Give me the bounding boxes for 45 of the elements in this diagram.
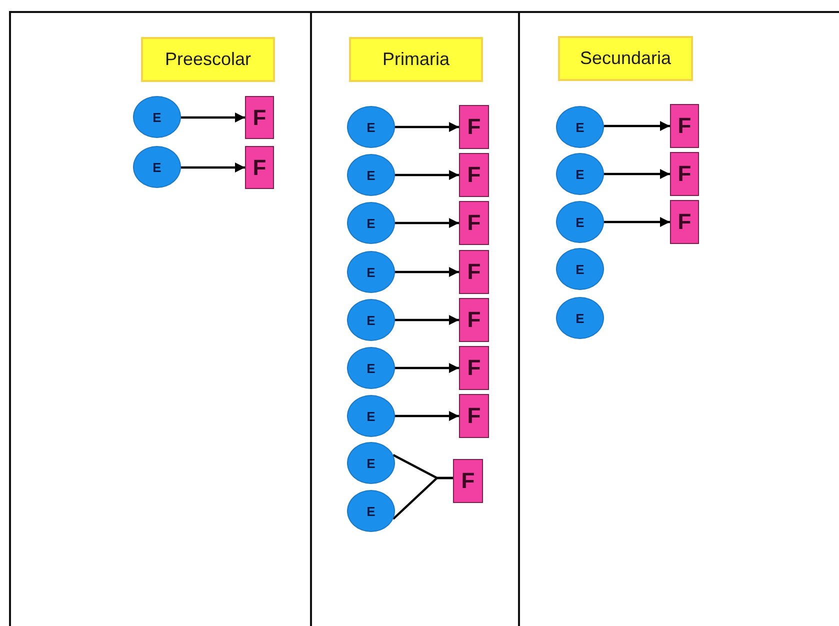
level-heading-box: Preescolar: [141, 37, 275, 82]
arrow: [395, 315, 459, 325]
f-box: F: [670, 104, 699, 148]
f-box: F: [459, 298, 489, 342]
f-box: F: [459, 153, 489, 197]
f-box: F: [459, 394, 489, 438]
f-box: F: [245, 146, 274, 189]
student-ellipse: E: [347, 251, 395, 293]
student-ellipse: E: [556, 201, 604, 243]
arrow: [181, 162, 245, 172]
student-ellipse: E: [133, 146, 181, 188]
student-ellipse: E: [347, 347, 395, 389]
arrow: [395, 411, 459, 421]
arrow: [395, 363, 459, 373]
level-heading-box: Secundaria: [558, 36, 693, 81]
student-ellipse: E: [347, 299, 395, 341]
student-ellipse: E: [556, 297, 604, 339]
f-box: F: [453, 459, 483, 503]
f-box: F: [245, 96, 274, 139]
student-ellipse: E: [347, 490, 395, 532]
arrow: [181, 112, 245, 122]
student-ellipse: E: [556, 106, 604, 148]
f-box: F: [670, 152, 699, 196]
bracket-line: [392, 476, 453, 520]
arrow: [395, 218, 459, 228]
f-box: F: [459, 105, 489, 149]
student-ellipse: E: [347, 442, 395, 484]
student-ellipse: E: [347, 154, 395, 196]
student-ellipse: E: [347, 202, 395, 244]
level-heading-box: Primaria: [349, 37, 483, 82]
arrow: [395, 170, 459, 180]
f-box: F: [459, 250, 489, 294]
arrow: [604, 169, 670, 179]
arrow: [604, 121, 670, 131]
arrow: [604, 217, 670, 227]
student-ellipse: E: [133, 96, 181, 138]
f-box: F: [459, 346, 489, 390]
f-box: F: [459, 201, 489, 245]
student-ellipse: E: [556, 153, 604, 195]
arrow: [395, 122, 459, 132]
arrow: [395, 267, 459, 277]
student-ellipse: E: [556, 248, 604, 290]
f-box: F: [670, 200, 699, 244]
student-ellipse: E: [347, 395, 395, 437]
student-ellipse: E: [347, 106, 395, 148]
